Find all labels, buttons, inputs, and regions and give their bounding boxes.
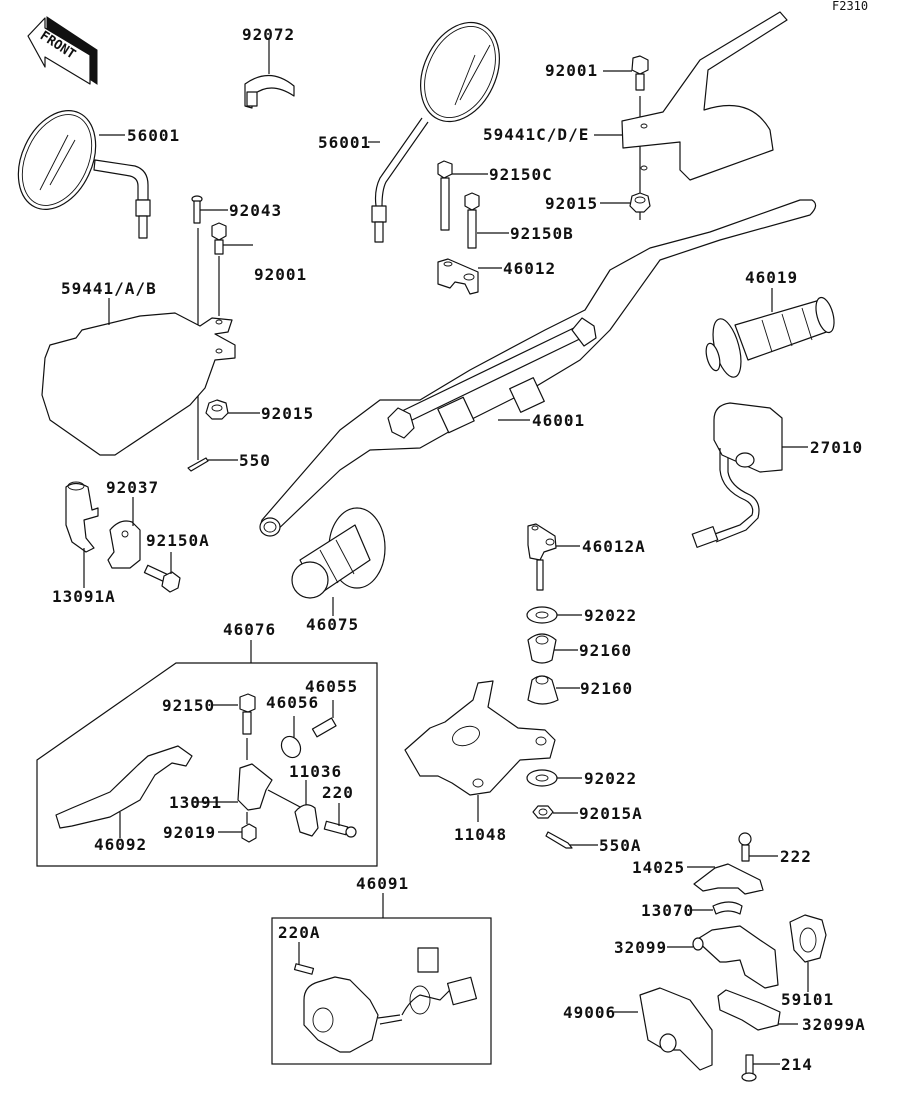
label-49006[interactable]: 49006 bbox=[563, 1003, 617, 1022]
left-switch-part[interactable] bbox=[293, 942, 478, 1053]
label-46012a[interactable]: 46012A bbox=[582, 537, 646, 556]
throttle-housing-parts[interactable] bbox=[614, 832, 827, 1082]
label-222[interactable]: 222 bbox=[780, 847, 812, 866]
front-arrow-icon bbox=[27, 16, 98, 85]
mirror-clamp-part[interactable] bbox=[65, 481, 181, 593]
label-46092[interactable]: 46092 bbox=[94, 835, 148, 854]
label-220[interactable]: 220 bbox=[322, 783, 354, 802]
label-46055[interactable]: 46055 bbox=[305, 677, 359, 696]
label-13070[interactable]: 13070 bbox=[641, 901, 695, 920]
left-grip-part[interactable] bbox=[291, 507, 386, 616]
label-92015a[interactable]: 92015A bbox=[579, 804, 643, 823]
right-switch-part[interactable] bbox=[691, 402, 808, 548]
label-11048[interactable]: 11048 bbox=[454, 825, 508, 844]
label-46076[interactable]: 46076 bbox=[223, 620, 277, 639]
right-handguard-part[interactable] bbox=[594, 11, 788, 220]
label-92072[interactable]: 92072 bbox=[242, 25, 296, 44]
label-46075[interactable]: 46075 bbox=[306, 615, 360, 634]
label-59101[interactable]: 59101 bbox=[781, 990, 835, 1009]
label-92022-top[interactable]: 92022 bbox=[584, 606, 638, 625]
label-92015-top[interactable]: 92015 bbox=[545, 194, 599, 213]
left-mirror-part[interactable] bbox=[3, 98, 151, 239]
label-92160-a[interactable]: 92160 bbox=[579, 641, 633, 660]
label-92001-left[interactable]: 92001 bbox=[254, 265, 308, 284]
label-13091a[interactable]: 13091A bbox=[52, 587, 116, 606]
label-92150[interactable]: 92150 bbox=[162, 696, 216, 715]
bolt-92150b-part[interactable] bbox=[464, 192, 509, 249]
clamp-band-part[interactable] bbox=[244, 40, 295, 109]
bolt-92150c-part[interactable] bbox=[437, 160, 488, 231]
label-59441cde[interactable]: 59441C/D/E bbox=[483, 125, 590, 144]
label-92150a[interactable]: 92150A bbox=[146, 531, 210, 550]
label-92001-top[interactable]: 92001 bbox=[545, 61, 599, 80]
label-220a[interactable]: 220A bbox=[278, 923, 321, 942]
label-46056[interactable]: 46056 bbox=[266, 693, 320, 712]
label-214[interactable]: 214 bbox=[781, 1055, 813, 1074]
label-46001[interactable]: 46001 bbox=[532, 411, 586, 430]
label-46019[interactable]: 46019 bbox=[745, 268, 799, 287]
label-56001-right[interactable]: 56001 bbox=[318, 133, 372, 152]
label-92022-bottom[interactable]: 92022 bbox=[584, 769, 638, 788]
label-92150c[interactable]: 92150C bbox=[489, 165, 553, 184]
label-92015-left[interactable]: 92015 bbox=[261, 404, 315, 423]
lever-assembly-box bbox=[36, 662, 378, 867]
label-14025[interactable]: 14025 bbox=[632, 858, 686, 877]
label-46091[interactable]: 46091 bbox=[356, 874, 410, 893]
handlebar-part[interactable] bbox=[259, 199, 817, 537]
lever-assembly-parts[interactable] bbox=[55, 693, 357, 843]
lower-holder-stack-part[interactable] bbox=[526, 523, 582, 705]
switch-assembly-box bbox=[271, 917, 492, 1065]
throttle-grip-part[interactable] bbox=[704, 288, 838, 380]
label-59441ab[interactable]: 59441/A/B bbox=[61, 279, 157, 298]
label-13091[interactable]: 13091 bbox=[169, 793, 223, 812]
meter-bracket-part[interactable] bbox=[404, 680, 556, 822]
label-92037[interactable]: 92037 bbox=[106, 478, 160, 497]
label-92150b[interactable]: 92150B bbox=[510, 224, 574, 243]
label-11036[interactable]: 11036 bbox=[289, 762, 343, 781]
label-92043[interactable]: 92043 bbox=[229, 201, 283, 220]
label-27010[interactable]: 27010 bbox=[810, 438, 864, 457]
label-550a[interactable]: 550A bbox=[599, 836, 642, 855]
handlebar-holder-part[interactable] bbox=[437, 258, 502, 295]
diagram-code: F2310 bbox=[832, 0, 869, 13]
label-32099a[interactable]: 32099A bbox=[802, 1015, 866, 1034]
left-handguard-part[interactable] bbox=[41, 195, 260, 472]
lower-fastener-stack-part[interactable] bbox=[526, 769, 598, 849]
label-550[interactable]: 550 bbox=[239, 451, 271, 470]
label-56001-left[interactable]: 56001 bbox=[127, 126, 181, 145]
label-46012[interactable]: 46012 bbox=[503, 259, 557, 278]
label-92019[interactable]: 92019 bbox=[163, 823, 217, 842]
label-92160-b[interactable]: 92160 bbox=[580, 679, 634, 698]
right-mirror-part[interactable] bbox=[368, 10, 515, 243]
label-32099[interactable]: 32099 bbox=[614, 938, 668, 957]
